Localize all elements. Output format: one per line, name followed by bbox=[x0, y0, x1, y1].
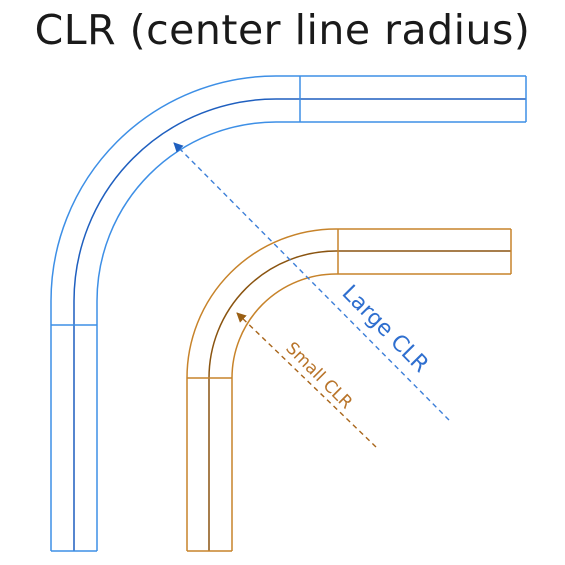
large-bend-center-line bbox=[73, 98, 526, 551]
small-clr-label: Small CLR bbox=[281, 338, 356, 413]
diagram-title: CLR (center line radius) bbox=[34, 6, 531, 54]
large-clr-arrow bbox=[173, 142, 450, 421]
small-bend bbox=[186, 228, 512, 552]
small-bend-outer-wall bbox=[186, 228, 511, 551]
large-bend bbox=[50, 75, 527, 552]
small-bend-inner-wall bbox=[231, 273, 511, 551]
small-clr-dimension: Small CLR bbox=[236, 312, 377, 448]
large-bend-outer-wall bbox=[50, 75, 526, 551]
large-clr-label: Large CLR bbox=[337, 281, 433, 378]
small-clr-arrow bbox=[236, 312, 377, 448]
small-bend-center-line bbox=[208, 250, 511, 551]
large-bend-inner-wall bbox=[96, 121, 526, 551]
